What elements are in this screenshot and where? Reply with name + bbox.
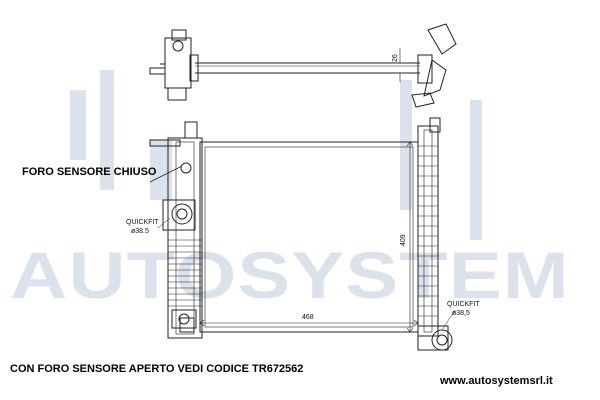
width-dim: 468 (302, 314, 314, 321)
foro-leader (149, 165, 183, 183)
quickfit-right-leader (441, 309, 456, 331)
foro-sensore-label: FORO SENSORE CHIUSO (22, 166, 157, 178)
quickfit-left-size: ø38.5 (131, 228, 149, 235)
height-dim: 409 (400, 234, 407, 246)
top-tube-assembly (149, 23, 457, 108)
svg-text:AUTOSYSTEM: AUTOSYSTEM (10, 238, 570, 312)
watermark: AUTOSYSTEM (10, 70, 570, 312)
quickfit-left-label: QUICKFIT (126, 219, 159, 226)
tube-diameter-dim: 26 (392, 54, 399, 62)
height-dim-line (406, 141, 414, 333)
width-dim-line (199, 319, 419, 327)
quickfit-right-size: ø38,5 (452, 310, 470, 317)
sensor-note: CON FORO SENSORE APERTO VEDI CODICE TR67… (10, 363, 304, 375)
left-tank (162, 137, 203, 339)
quickfit-left-leader (157, 217, 171, 229)
quickfit-right-label: QUICKFIT (447, 301, 480, 308)
right-tank (417, 125, 453, 351)
website-link[interactable]: www.autosystemsrl.it (440, 375, 553, 387)
